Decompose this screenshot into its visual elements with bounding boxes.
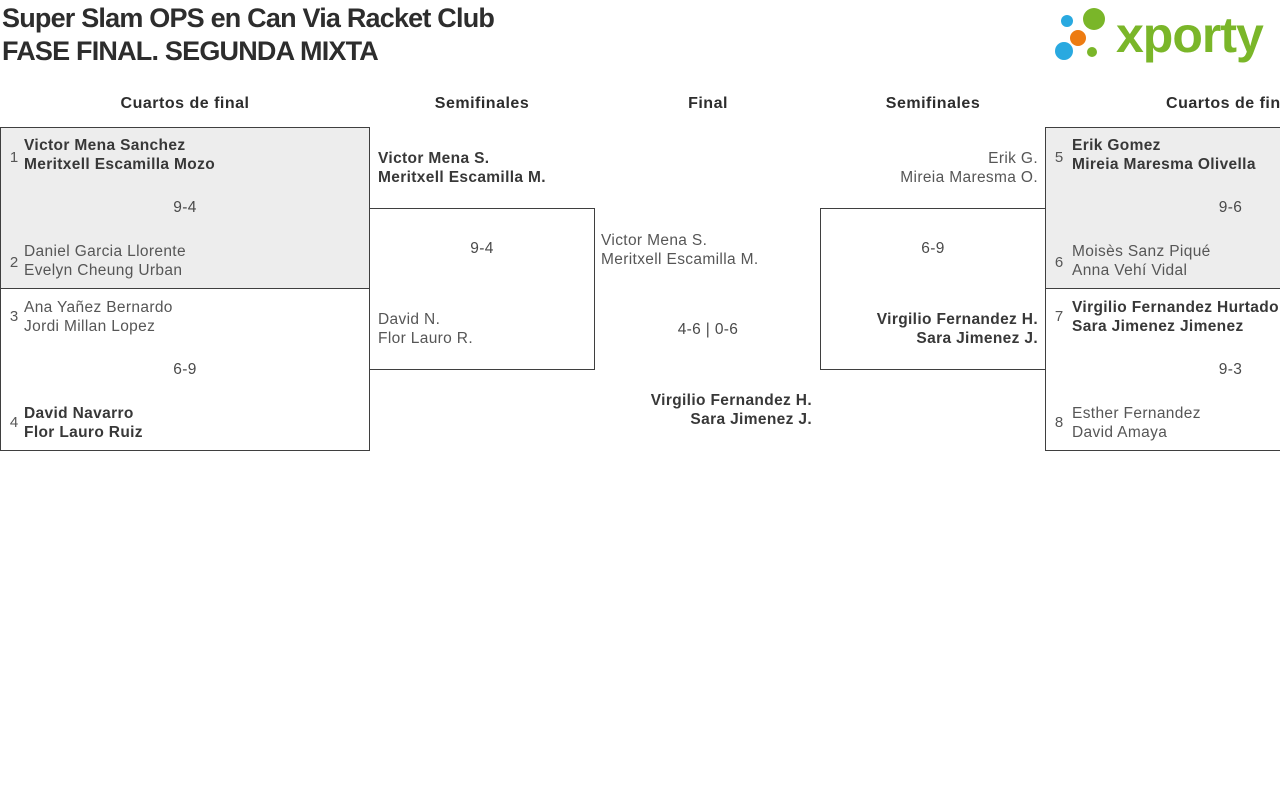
match-box-sf-left	[369, 208, 595, 370]
team-name: Victor Mena Sanchez Meritxell Escamilla …	[24, 137, 216, 173]
logo-dot-green-small	[1087, 47, 1097, 57]
match-box-sf-right	[820, 208, 1046, 370]
team-name: Moisès Sanz Piqué Anna Vehí Vidal	[1072, 243, 1211, 279]
seed-number: 8	[1054, 414, 1064, 431]
match-score: 9-3	[1218, 361, 1243, 378]
round-header-qf-right: Cuartos de final	[1166, 95, 1280, 112]
logo-dot-blue-large	[1055, 42, 1073, 60]
team-name: David N. Flor Lauro R.	[378, 311, 473, 347]
logo-dot-green-large	[1083, 8, 1105, 30]
team-name: Virgilio Fernandez H. Sara Jimenez J.	[876, 311, 1038, 347]
logo-dot-orange	[1070, 30, 1086, 46]
match-score: 9-4	[470, 240, 494, 257]
seed-number: 4	[9, 414, 19, 431]
match-box-qf-right-2	[1045, 288, 1280, 451]
team-name: Esther Fernandez David Amaya	[1072, 405, 1201, 441]
team-name: Daniel Garcia Llorente Evelyn Cheung Urb…	[24, 243, 186, 279]
seed-number: 7	[1054, 308, 1064, 325]
round-header-sf-right: Semifinales	[885, 95, 981, 112]
tournament-name: Super Slam OPS en Can Via Racket Club	[2, 3, 495, 33]
round-header-final: Final	[688, 95, 728, 112]
match-box-qf-right-1	[1045, 127, 1280, 289]
match-score: 6-9	[173, 361, 197, 378]
match-score: 4-6 | 0-6	[677, 321, 739, 338]
match-score: 6-9	[921, 240, 945, 257]
seed-number: 3	[9, 308, 19, 325]
xporty-logo-text: xporty	[1116, 7, 1264, 63]
match-box-qf-left-2	[0, 288, 370, 451]
round-header-sf-left: Semifinales	[434, 95, 530, 112]
team-name: Victor Mena S. Meritxell Escamilla M.	[378, 150, 546, 186]
team-name: Virgilio Fernandez H. Sara Jimenez J.	[650, 392, 812, 428]
team-name: Erik G. Mireia Maresma O.	[900, 150, 1038, 186]
match-score: 9-4	[173, 199, 197, 216]
seed-number: 6	[1054, 254, 1064, 271]
round-header-qf-left: Cuartos de final	[120, 95, 250, 112]
xporty-logo[interactable]: xporty	[1050, 0, 1280, 75]
logo-dot-blue-small	[1061, 15, 1073, 27]
team-name: Ana Yañez Bernardo Jordi Millan Lopez	[24, 299, 173, 335]
match-score: 9-6	[1218, 199, 1243, 216]
team-name: Virgilio Fernandez Hurtado Sara Jimenez …	[1072, 299, 1279, 335]
team-name: David Navarro Flor Lauro Ruiz	[24, 405, 143, 441]
seed-number: 5	[1054, 149, 1064, 166]
seed-number: 1	[9, 149, 19, 166]
page-title: Super Slam OPS en Can Via Racket Club FA…	[2, 2, 495, 68]
team-name: Erik Gomez Mireia Maresma Olivella	[1072, 137, 1256, 173]
match-box-qf-left-1	[0, 127, 370, 289]
phase-name: FASE FINAL. SEGUNDA MIXTA	[2, 36, 379, 66]
seed-number: 2	[9, 254, 19, 271]
team-name: Victor Mena S. Meritxell Escamilla M.	[601, 232, 759, 268]
